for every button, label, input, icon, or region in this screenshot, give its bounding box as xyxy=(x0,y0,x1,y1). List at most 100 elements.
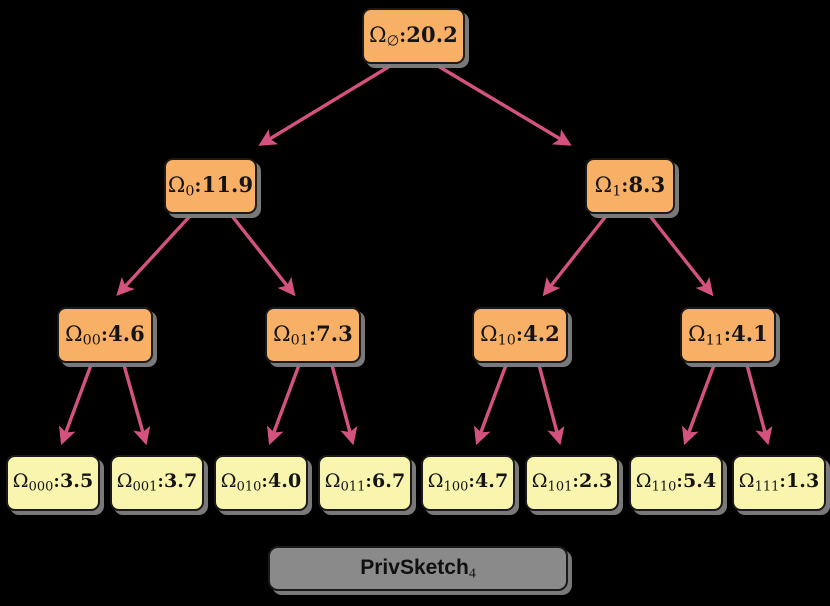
tree-edge-root-to-n1 xyxy=(437,64,572,146)
node-subscript: 0 xyxy=(185,183,195,200)
tree-node-n110[interactable]: Ω110:5.4 xyxy=(629,455,723,511)
caption-box: PrivSketch4 xyxy=(268,546,568,591)
omega-symbol: Ω xyxy=(273,321,291,346)
node-separator: : xyxy=(399,22,407,47)
node-value: 5.4 xyxy=(682,469,717,492)
tree-edge-root-to-n0 xyxy=(258,64,391,146)
tree-edge-n0-to-n00 xyxy=(116,214,192,297)
node-separator: : xyxy=(261,470,268,492)
node-separator: : xyxy=(621,172,629,197)
tree-edge-n10-to-n100 xyxy=(473,364,508,446)
omega-symbol: Ω xyxy=(167,172,186,197)
omega-symbol: Ω xyxy=(738,469,755,492)
tree-node-n00[interactable]: Ω00:4.6 xyxy=(57,307,153,363)
tree-edge-n11-to-n111 xyxy=(745,364,773,446)
node-value: 6.7 xyxy=(371,469,406,492)
tree-edge-n00-to-n001 xyxy=(122,364,151,446)
tree-edge-n01-to-n010 xyxy=(266,364,301,446)
node-label-n011: Ω011:6.7 xyxy=(324,469,406,495)
tree-node-root[interactable]: Ω∅:20.2 xyxy=(362,8,465,64)
node-separator: : xyxy=(515,321,524,346)
node-subscript: 01 xyxy=(290,332,309,349)
node-subscript: 100 xyxy=(443,479,469,495)
tree-node-n0[interactable]: Ω0:11.9 xyxy=(164,158,257,214)
omega-symbol: Ω xyxy=(635,469,652,492)
tree-edge-n1-to-n10 xyxy=(542,214,608,297)
omega-symbol: Ω xyxy=(116,469,133,492)
tree-node-n1[interactable]: Ω1:8.3 xyxy=(585,158,675,214)
node-label-n00: Ω00:4.6 xyxy=(65,323,145,348)
tree-node-n000[interactable]: Ω000:3.5 xyxy=(6,455,100,511)
node-label-n11: Ω11:4.1 xyxy=(688,323,768,348)
node-separator: : xyxy=(676,470,683,492)
omega-symbol: Ω xyxy=(594,172,613,197)
tree-edge-n11-to-n110 xyxy=(681,364,716,446)
node-separator: : xyxy=(100,321,109,346)
omega-symbol: Ω xyxy=(220,469,237,492)
node-label-n010: Ω010:4.0 xyxy=(220,469,302,495)
node-value: 11.9 xyxy=(201,171,254,197)
node-subscript: 111 xyxy=(754,479,780,495)
node-value: 7.3 xyxy=(316,320,353,346)
node-value: 3.5 xyxy=(59,469,94,492)
node-subscript: 010 xyxy=(236,479,262,495)
node-label-n110: Ω110:5.4 xyxy=(635,469,717,495)
tree-node-n111[interactable]: Ω111:1.3 xyxy=(732,455,826,511)
node-label-n000: Ω000:3.5 xyxy=(12,469,94,494)
tree-node-n100[interactable]: Ω100:4.7 xyxy=(421,455,515,511)
node-separator: : xyxy=(468,470,475,492)
tree-edge-n1-to-n11 xyxy=(648,214,714,297)
tree-node-n101[interactable]: Ω101:2.3 xyxy=(525,455,619,511)
node-label-n101: Ω101:2.3 xyxy=(531,469,613,495)
node-label-root: Ω∅:20.2 xyxy=(369,24,458,49)
tree-node-n10[interactable]: Ω10:4.2 xyxy=(472,307,568,363)
omega-symbol: Ω xyxy=(427,469,444,492)
caption-text: PrivSketch xyxy=(360,555,469,579)
node-subscript: 11 xyxy=(705,332,724,349)
node-separator: : xyxy=(308,321,317,346)
node-separator: : xyxy=(365,470,372,492)
omega-symbol: Ω xyxy=(12,469,29,492)
node-subscript: 001 xyxy=(132,479,158,495)
node-subscript: 011 xyxy=(340,479,366,495)
tree-node-n11[interactable]: Ω11:4.1 xyxy=(680,307,776,363)
omega-symbol: Ω xyxy=(369,22,387,47)
tree-node-n010[interactable]: Ω010:4.0 xyxy=(214,455,308,511)
tree-node-n011[interactable]: Ω011:6.7 xyxy=(318,455,412,511)
node-value: 4.0 xyxy=(267,469,302,492)
node-value: 8.3 xyxy=(628,171,666,197)
caption-subscript: 4 xyxy=(468,565,476,581)
node-subscript: 1 xyxy=(612,183,622,200)
node-label-n100: Ω100:4.7 xyxy=(427,469,509,495)
tree-node-n01[interactable]: Ω01:7.3 xyxy=(265,307,361,363)
node-subscript: 101 xyxy=(547,479,573,495)
node-value: 4.7 xyxy=(474,469,509,492)
omega-symbol: Ω xyxy=(324,469,341,492)
omega-symbol: Ω xyxy=(65,321,83,346)
node-subscript: ∅ xyxy=(386,33,400,50)
tree-node-n001[interactable]: Ω001:3.7 xyxy=(110,455,204,511)
tree-edge-group xyxy=(58,64,773,446)
node-value: 1.3 xyxy=(785,469,820,492)
node-separator: : xyxy=(723,321,732,346)
node-label-n1: Ω1:8.3 xyxy=(595,174,666,199)
caption-label: PrivSketch4 xyxy=(360,556,476,581)
node-separator: : xyxy=(572,470,579,492)
omega-symbol: Ω xyxy=(480,321,498,346)
tree-edge-n01-to-n011 xyxy=(330,364,358,446)
node-value: 3.7 xyxy=(163,469,198,492)
node-label-n111: Ω111:1.3 xyxy=(738,469,820,495)
node-label-n01: Ω01:7.3 xyxy=(273,323,353,348)
node-separator: : xyxy=(779,470,786,492)
node-separator: : xyxy=(194,172,202,197)
node-label-n10: Ω10:4.2 xyxy=(480,323,560,348)
tree-edge-n0-to-n01 xyxy=(230,214,296,297)
node-subscript: 110 xyxy=(651,479,677,495)
node-subscript: 10 xyxy=(497,332,516,349)
node-subscript: 00 xyxy=(82,332,101,349)
node-value: 2.3 xyxy=(578,469,613,492)
omega-symbol: Ω xyxy=(688,321,706,346)
omega-symbol: Ω xyxy=(531,469,548,492)
